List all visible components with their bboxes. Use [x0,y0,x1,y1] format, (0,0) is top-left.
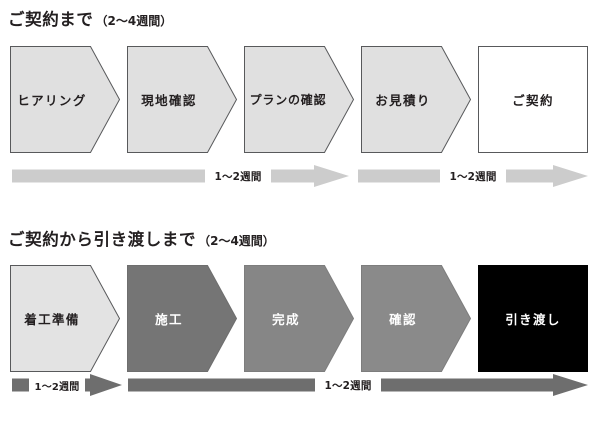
stage-hearing[interactable]: ヒアリング [10,46,120,153]
stage-contract[interactable]: ご契約 [478,46,588,153]
stage-hearing-shape [10,46,120,153]
stage-construction-prep[interactable]: 着工準備 [10,265,120,372]
stage-plan-confirmation[interactable]: プランの確認 [244,46,354,153]
timeline-label-contract-2: 1〜2週間 [440,165,506,187]
stage-row-handover: 着工準備 施工 完成 確認 引き渡し [0,265,600,372]
stage-completion[interactable]: 完成 [244,265,354,372]
timeline-row-contract: 1〜2週間 1〜2週間 [0,165,600,189]
stage-site-survey-shape [127,46,237,153]
stage-handover-shape [478,265,588,372]
section-title-handover-main: ご契約から引き渡しまで [8,230,197,249]
timeline-label-handover-1: 1〜2週間 [29,374,85,396]
timeline-arrow-contract-1 [12,165,349,187]
timeline-row-handover: 1〜2週間 1〜2週間 [0,374,600,398]
section-title-handover: ご契約から引き渡しまで（2〜4週間） [8,226,275,250]
stage-contract-shape [478,46,588,153]
stage-handover[interactable]: 引き渡し [478,265,588,372]
timeline-arrow-contract-1-shape [12,165,349,187]
timeline-label-contract-1: 1〜2週間 [205,165,271,187]
section-title-contract-main: ご契約まで [8,10,94,29]
stage-construction-shape [127,265,237,372]
stage-estimate-shape [361,46,471,153]
section-title-contract-sub: （2〜4週間） [95,14,173,28]
timeline-label-handover-2: 1〜2週間 [315,374,381,396]
section-title-handover-sub: （2〜4週間） [198,234,275,248]
stage-inspection-shape [361,265,471,372]
section-title-contract: ご契約まで（2〜4週間） [8,6,172,30]
stage-plan-confirmation-shape [244,46,354,153]
stage-site-survey[interactable]: 現地確認 [127,46,237,153]
stage-construction[interactable]: 施工 [127,265,237,372]
stage-completion-shape [244,265,354,372]
stage-estimate[interactable]: お見積り [361,46,471,153]
stage-row-contract: ヒアリング 現地確認 プランの確認 お見積り ご契約 [0,46,600,153]
stage-construction-prep-shape [10,265,120,372]
stage-inspection[interactable]: 確認 [361,265,471,372]
